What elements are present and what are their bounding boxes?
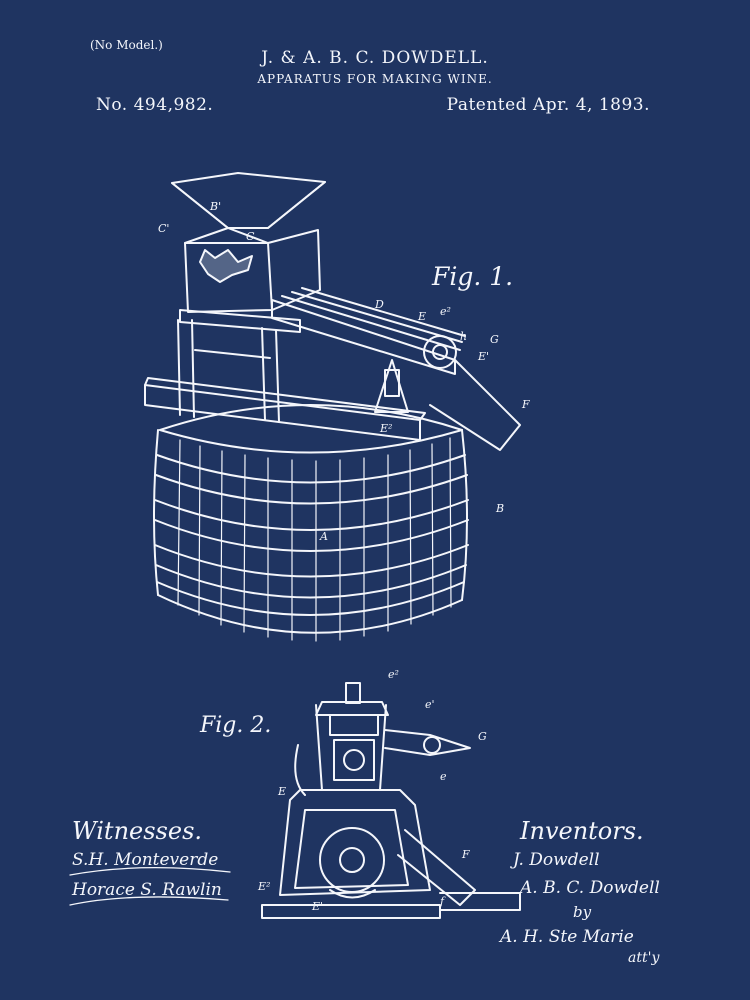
patent-date: Patented Apr. 4, 1893. <box>446 95 650 115</box>
inventor-names: J. & A. B. C. DOWDELL. <box>261 48 489 68</box>
inventors-heading: Inventors. <box>520 817 644 845</box>
label-A: A <box>319 530 328 543</box>
label-e-fig2: e <box>440 770 447 783</box>
label-E-prime-fig2: E' <box>311 900 323 913</box>
label-B: B <box>495 502 504 515</box>
fig2-labels: e² e' G E e F E² E' f <box>257 668 487 913</box>
label-e-prime-fig2: e' <box>425 698 435 711</box>
label-E2: E² <box>379 422 392 435</box>
label-E: E <box>417 310 426 323</box>
label-D: D <box>374 298 384 311</box>
patent-number: No. 494,982. <box>96 95 214 115</box>
label-C-prime: C' <box>158 222 169 235</box>
attorney-signature: A. H. Ste Marie <box>500 927 634 947</box>
label-h: h <box>460 330 467 343</box>
chute-drawing <box>271 287 521 451</box>
label-G-fig2: G <box>478 730 487 743</box>
fig2-drawing <box>261 682 521 919</box>
patent-title: APPARATUS FOR MAKING WINE. <box>257 72 493 86</box>
label-F-fig2: F <box>461 848 470 861</box>
label-e2: e² <box>440 305 451 318</box>
label-E-fig2: E <box>277 785 286 798</box>
label-E2-fig2: E² <box>257 880 270 893</box>
label-f-fig2: f <box>439 895 446 908</box>
model-note: (No Model.) <box>90 38 163 52</box>
label-E-prime: E' <box>477 350 489 363</box>
vat-drawing <box>153 404 469 642</box>
signature-flourishes <box>69 867 231 906</box>
label-e2-fig2: e² <box>388 668 399 681</box>
by-text: by <box>573 903 592 921</box>
label-B-prime: B' <box>209 200 221 213</box>
label-F: F <box>521 398 530 411</box>
fig2-label: Fig. 2. <box>200 713 272 738</box>
witnesses-heading: Witnesses. <box>72 817 203 845</box>
attorney-suffix: att'y <box>628 950 660 966</box>
fig1-labels: C' B' C D E e² h G E' F E² B A <box>158 200 530 543</box>
witness-signature-2: Horace S. Rawlin <box>72 880 222 900</box>
fig1-label: Fig. 1. <box>432 262 514 291</box>
label-G: G <box>490 333 499 346</box>
frame-drawing <box>144 309 426 441</box>
label-C: C <box>246 230 255 243</box>
witness-signature-1: S.H. Monteverde <box>72 850 219 870</box>
inventor-signature-2: A. B. C. Dowdell <box>520 878 660 898</box>
inventor-signature-1: J. Dowdell <box>513 850 600 870</box>
